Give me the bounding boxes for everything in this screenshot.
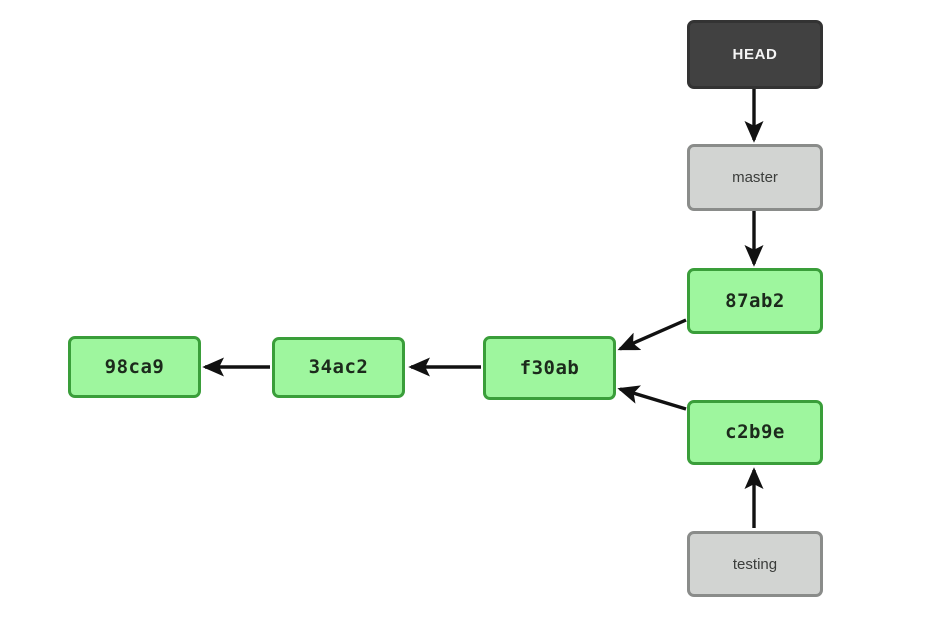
node-c34ac2: 34ac2: [272, 337, 405, 398]
arrow-87ab2-to-f30ab: [617, 318, 687, 351]
node-c98ca9: 98ca9: [68, 336, 201, 398]
node-c87ab2: 87ab2: [687, 268, 823, 334]
node-label-testing: testing: [732, 555, 778, 573]
arrow-c2b9e-to-f30ab: [617, 385, 687, 411]
node-label-head: HEAD: [732, 46, 778, 63]
node-label-c34ac2: 34ac2: [308, 356, 369, 378]
node-testing: testing: [687, 531, 823, 597]
node-label-cc2b9e: c2b9e: [725, 421, 785, 443]
node-cf30ab: f30ab: [483, 336, 616, 400]
node-master: master: [687, 144, 823, 211]
node-label-master: master: [732, 169, 778, 186]
node-label-c87ab2: 87ab2: [725, 289, 785, 312]
node-label-cf30ab: f30ab: [519, 356, 580, 379]
node-label-c98ca9: 98ca9: [104, 355, 165, 378]
node-cc2b9e: c2b9e: [687, 400, 823, 465]
node-head: HEAD: [687, 20, 823, 89]
